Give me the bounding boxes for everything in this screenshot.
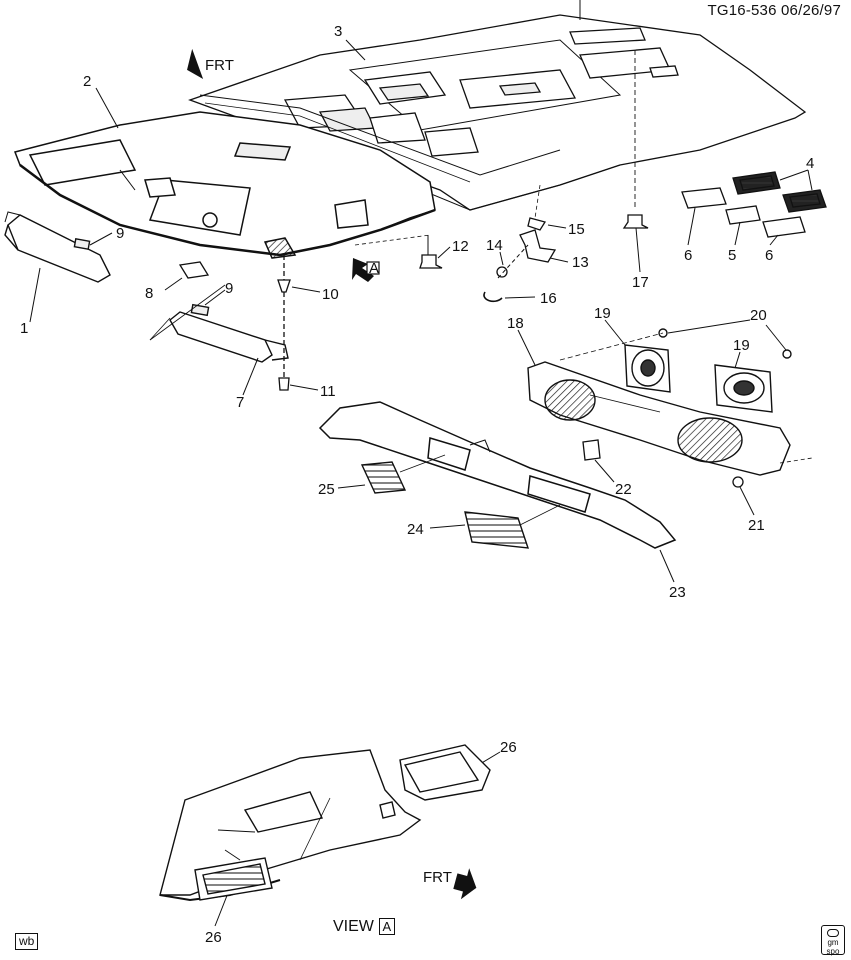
svg-text:FRT: FRT: [423, 869, 452, 886]
callout-15: 15: [568, 221, 585, 238]
callout-8: 8: [145, 285, 153, 302]
overhead-console: [318, 401, 677, 549]
leader-lines: [29, 39, 813, 927]
callout-26a: 26: [500, 739, 517, 756]
callout-9a: 9: [116, 225, 124, 242]
callout-20: 20: [750, 307, 767, 324]
roof-headliner: [188, 0, 807, 211]
callout-17: 17: [632, 274, 649, 291]
diagram-code-date: TG16-536 06/26/97: [707, 2, 841, 19]
callout-21: 21: [748, 517, 765, 534]
callout-12: 12: [452, 238, 469, 255]
sun-visor-passenger: [149, 284, 289, 363]
callout-9b: 9: [225, 280, 233, 297]
callout-6a: 6: [684, 247, 692, 264]
front-headliner-panel: [13, 111, 436, 259]
callout-4: 4: [806, 155, 814, 172]
view-caption-letter: A: [378, 918, 395, 935]
visor-clip: [178, 261, 210, 279]
console-grilles: [360, 454, 561, 549]
callout-19a: 19: [594, 305, 611, 322]
front-direction-arrow-top: FRT: [187, 48, 234, 79]
console-clip: [582, 439, 601, 461]
sun-visor-driver: [4, 211, 111, 283]
callout-26b: 26: [205, 929, 222, 946]
callout-1: 1: [20, 320, 28, 337]
svg-text:A: A: [369, 260, 379, 277]
speakers: [559, 328, 792, 413]
callout-25: 25: [318, 481, 335, 498]
speaker-housing: [527, 361, 813, 476]
callout-23: 23: [669, 584, 686, 601]
view-a-marker: A: [352, 258, 380, 282]
callout-labels: 1 2 3 4 5 6 6 7 8 9 9 10 11 12 13 14 15 …: [20, 23, 814, 946]
callout-3: 3: [334, 23, 342, 40]
callout-7: 7: [236, 394, 244, 411]
callout-22: 22: [615, 481, 632, 498]
callout-5: 5: [728, 247, 736, 264]
view-caption-text: VIEW: [333, 918, 374, 935]
roof-clip: [622, 214, 649, 229]
vent-covers: [681, 187, 806, 238]
callout-2: 2: [83, 73, 91, 90]
callout-11: 11: [320, 383, 336, 400]
front-direction-arrow-bottom: FRT: [423, 868, 477, 900]
fastener-screws: [277, 234, 443, 391]
callout-16: 16: [540, 290, 557, 307]
callout-24: 24: [407, 521, 424, 538]
callout-14: 14: [486, 237, 503, 254]
callout-6b: 6: [765, 247, 773, 264]
wb-badge: wb: [15, 933, 39, 950]
roof-vents: [732, 171, 827, 213]
callout-19b: 19: [733, 337, 750, 354]
callout-10: 10: [322, 286, 339, 303]
headliner-bracket-assembly: [483, 184, 557, 303]
callout-13: 13: [572, 254, 589, 271]
callout-18: 18: [507, 315, 524, 332]
gm-spo-logo: gm spo: [821, 925, 845, 956]
view-a-detail: [159, 744, 491, 902]
svg-text:FRT: FRT: [205, 57, 234, 74]
speaker-nut: [732, 476, 744, 488]
